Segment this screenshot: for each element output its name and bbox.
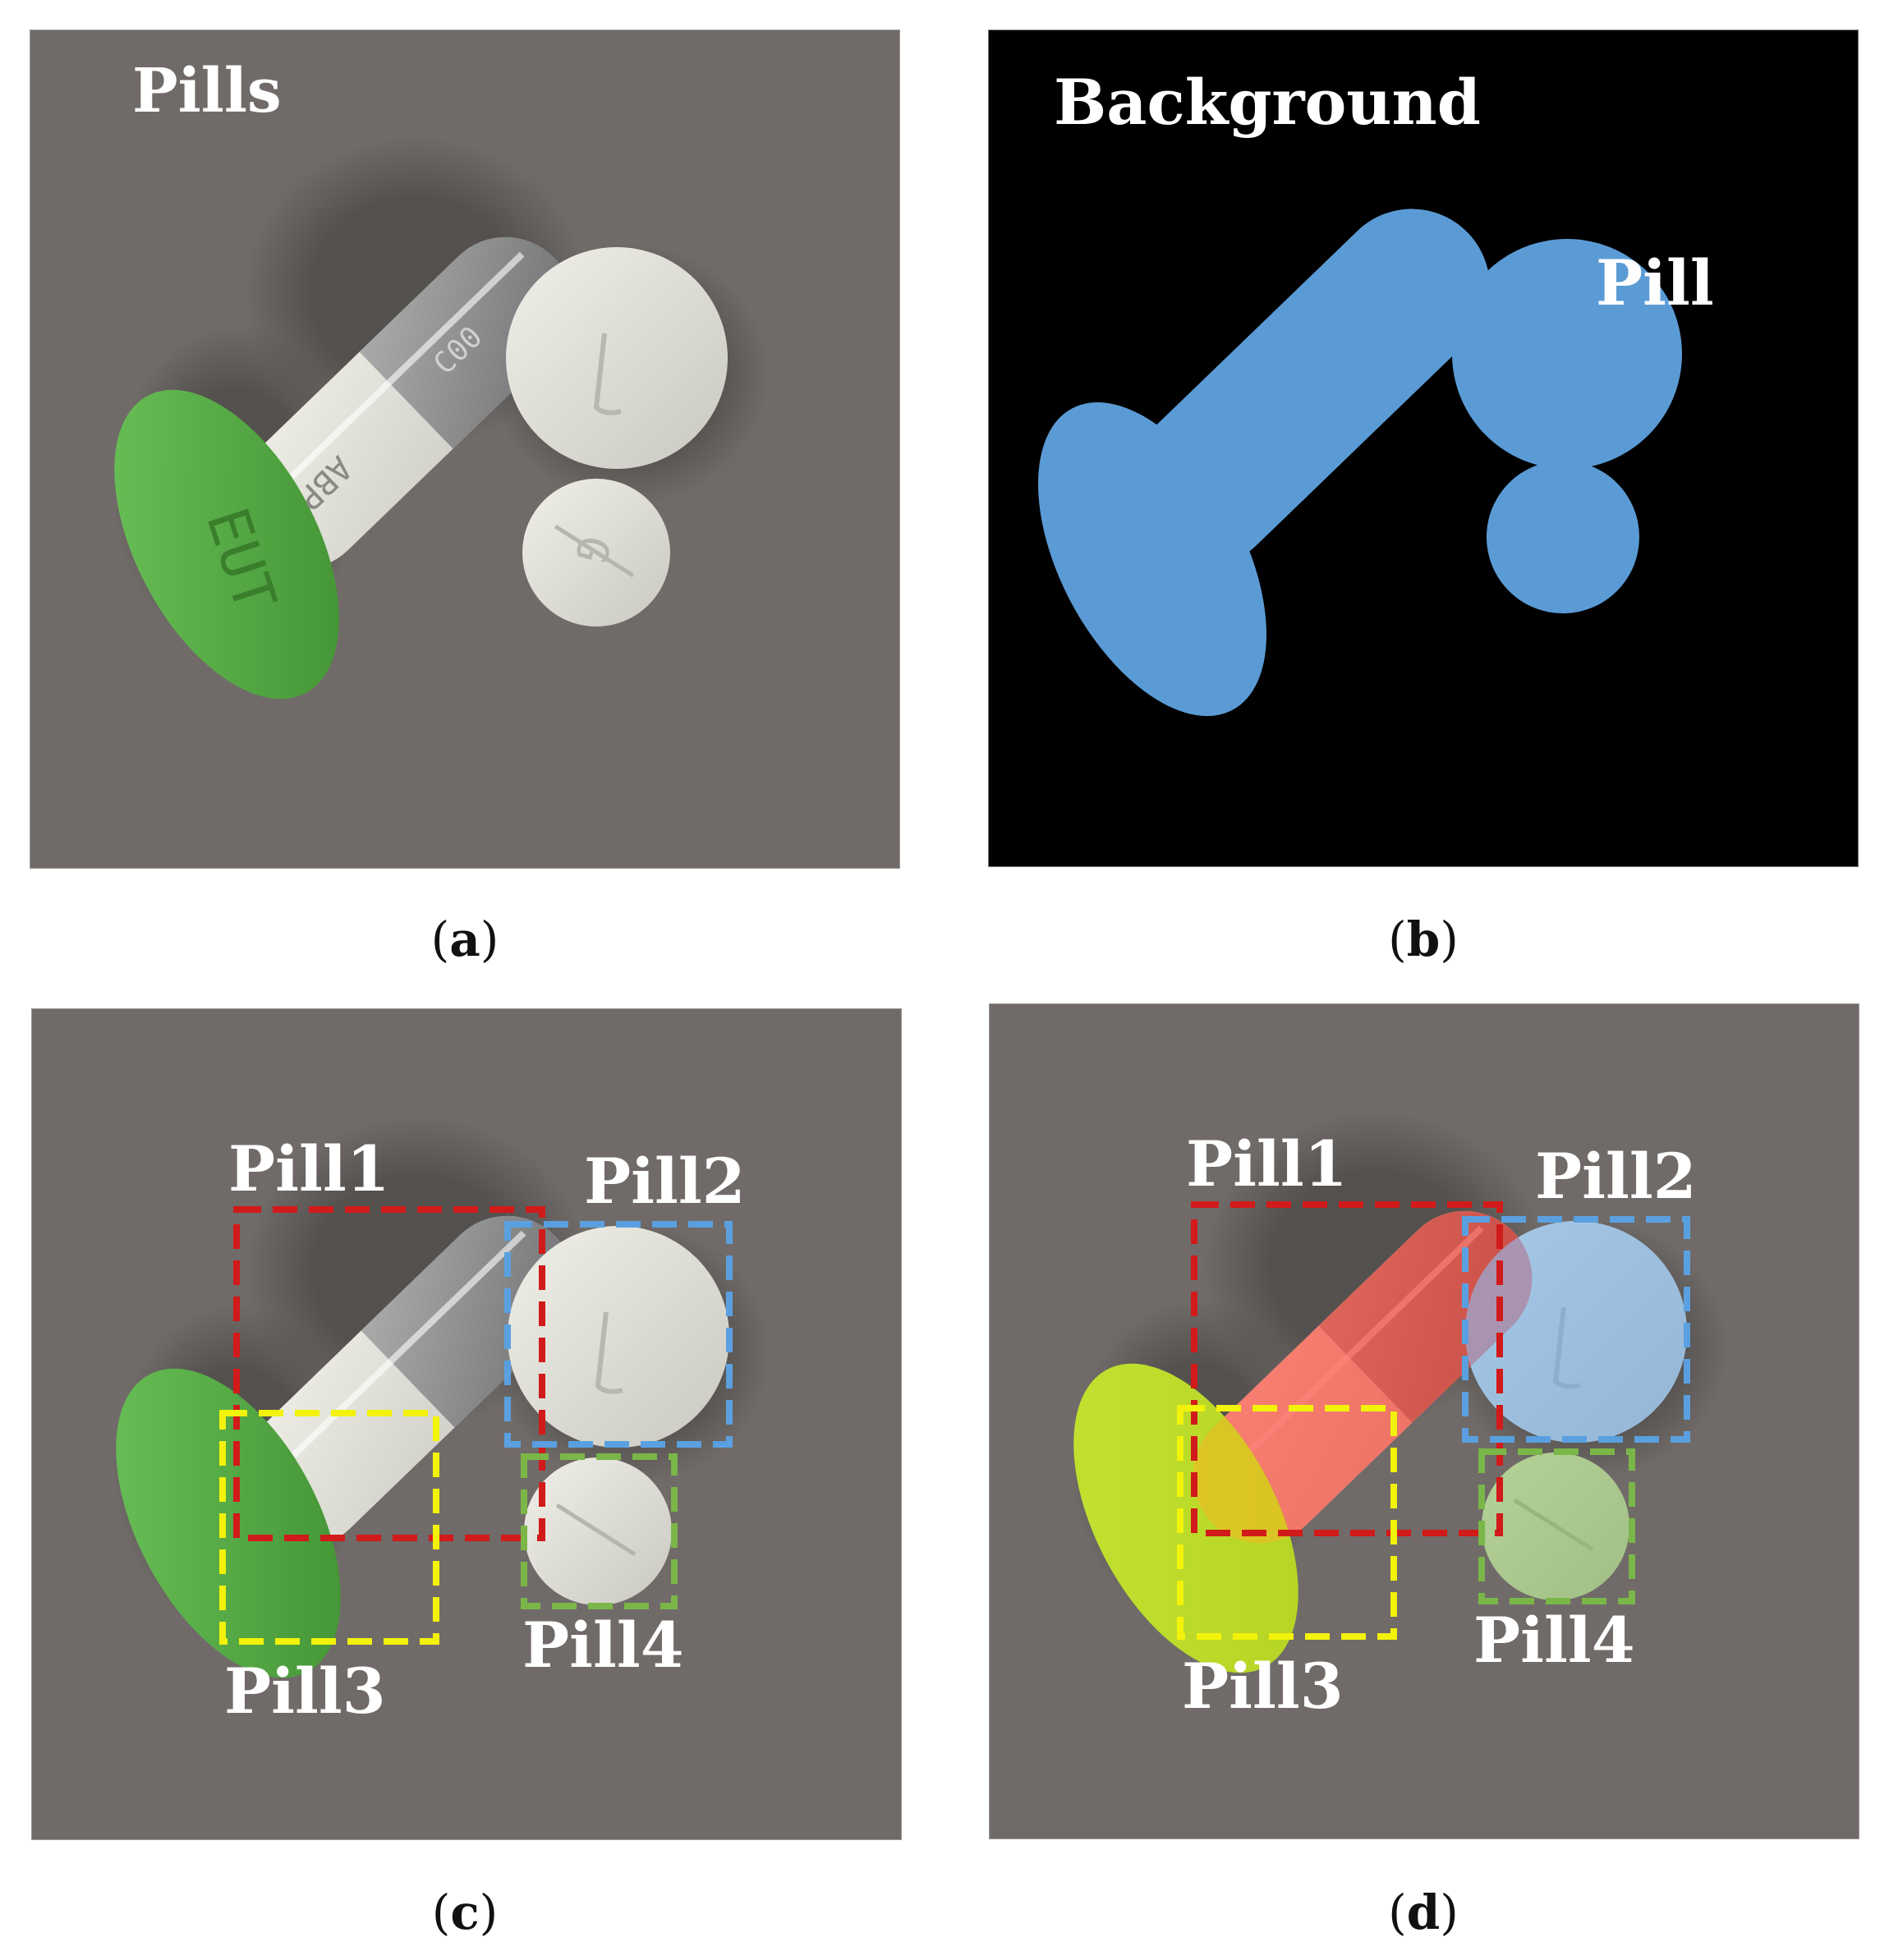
bbox-pill2: [1462, 1216, 1690, 1443]
bbox-pill1: [233, 1206, 545, 1541]
label-pill1: Pill1: [1186, 1127, 1348, 1200]
panel-a-photo: Pills ABP C00 EUT G: [30, 30, 900, 869]
label-pill2: Pill2: [1535, 1140, 1697, 1213]
pill-mask: [1038, 209, 1682, 717]
caption-b: (b): [1388, 911, 1459, 967]
panel-c-detection: Pill1 Pill2 Pill3 Pill4: [31, 1008, 902, 1840]
panel-a-label: Pills: [132, 56, 282, 126]
mask-pill4: [1482, 1453, 1629, 1600]
label-pill3: Pill3: [1182, 1650, 1344, 1723]
caption-d: (d): [1388, 1884, 1459, 1940]
label-pill1: Pill1: [228, 1132, 390, 1205]
label-pill4: Pill4: [522, 1609, 684, 1682]
bbox-pill3: [1177, 1405, 1397, 1640]
mask-pill2: [1465, 1221, 1687, 1443]
bbox-pill2: [504, 1221, 733, 1448]
bbox-pill3: [219, 1410, 439, 1645]
bbox-pill4: [521, 1453, 678, 1609]
bbox-pill4: [1478, 1448, 1635, 1604]
pill-label: Pill: [1596, 246, 1714, 319]
mask-pill1: [1193, 1210, 1533, 1544]
label-pill3: Pill3: [224, 1655, 386, 1728]
mask-pill3: [1073, 1363, 1298, 1673]
panel-b-mask: Background Pill: [988, 30, 1859, 867]
label-pill2: Pill2: [584, 1145, 746, 1218]
panel-d-segmentation: Pill1 Pill2 Pill3 Pill4: [989, 1003, 1859, 1839]
label-pill4: Pill4: [1473, 1604, 1635, 1677]
caption-c: (c): [431, 1884, 499, 1940]
caption-a: (a): [430, 911, 499, 967]
background-label: Background: [1054, 66, 1481, 139]
bbox-pill1: [1191, 1201, 1503, 1536]
